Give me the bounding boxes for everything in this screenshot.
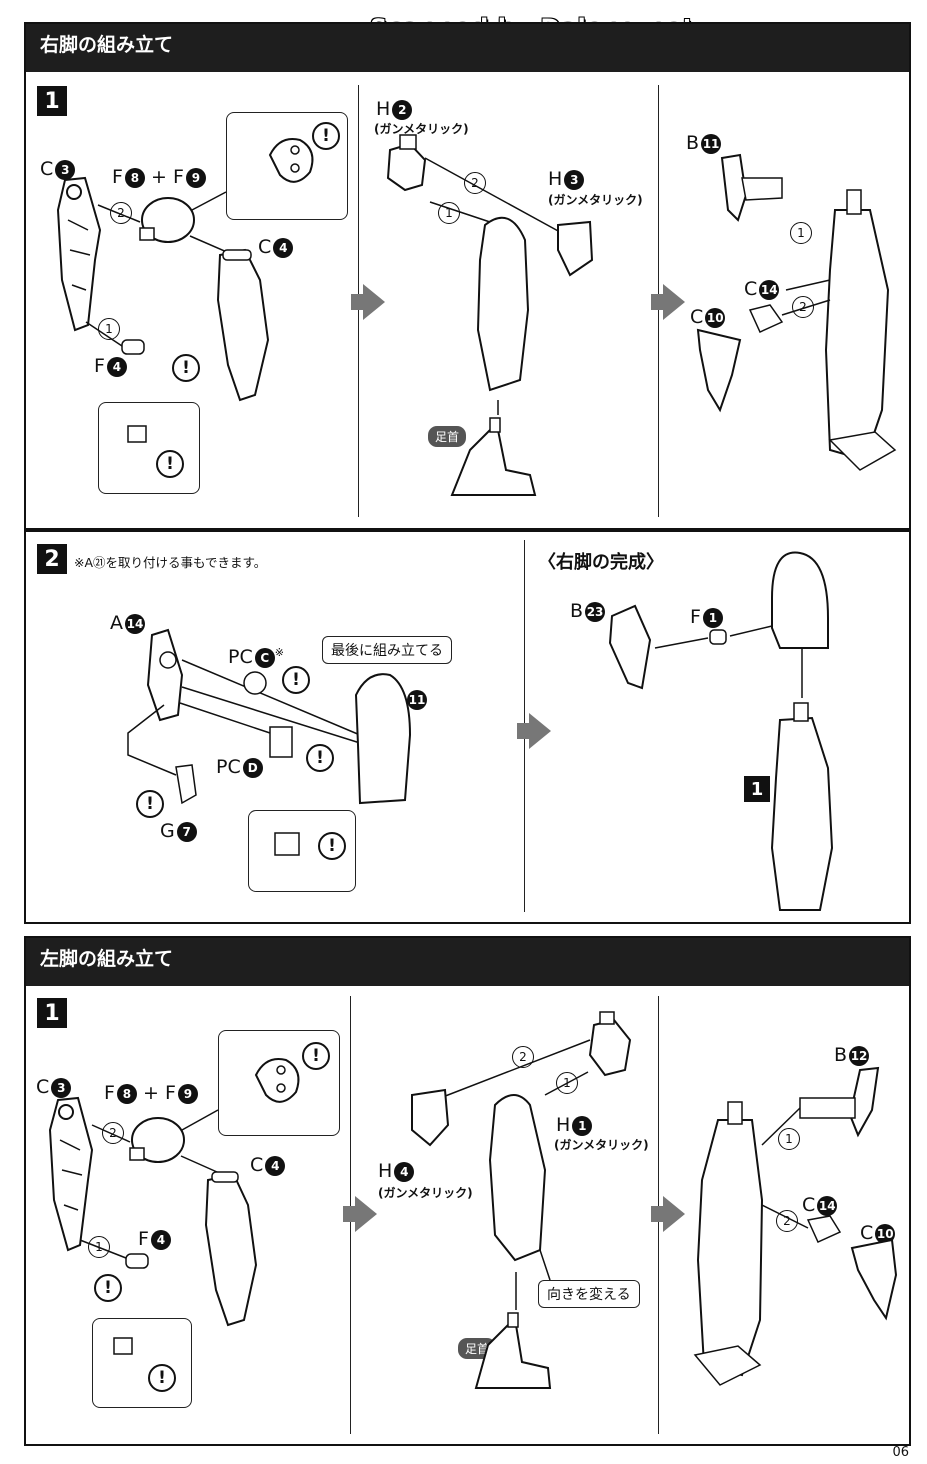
warning-icon: ! xyxy=(172,354,200,382)
part-sublabel-h2: (ガンメタリック) xyxy=(374,122,469,136)
step2-note: ※A㉑を取り付ける事もできます。 xyxy=(74,555,267,570)
left-leg-title: 左脚の組み立て xyxy=(26,938,909,986)
next-arrow xyxy=(651,1206,663,1222)
right-step2-number: 2 xyxy=(37,544,67,574)
warning-icon: ! xyxy=(94,1274,122,1302)
part-sublabel-h4: (ガンメタリック) xyxy=(378,1186,473,1200)
next-arrow-head xyxy=(363,284,385,320)
next-arrow-head xyxy=(663,1196,685,1232)
leg-frame-illustration xyxy=(56,138,314,443)
right-leg-step2-panel xyxy=(24,530,911,924)
next-arrow xyxy=(351,294,363,310)
next-arrow-head xyxy=(355,1196,377,1232)
leg-side-assembly-illustration xyxy=(696,153,897,471)
warning-icon: ! xyxy=(156,450,184,478)
next-arrow xyxy=(343,1206,355,1222)
page-number: 06 xyxy=(892,1445,909,1460)
order-number-2: 2 xyxy=(512,1046,534,1068)
left-step1-number: 1 xyxy=(37,998,67,1028)
next-arrow xyxy=(651,294,663,310)
part-sublabel-h1: (ガンメタリック) xyxy=(554,1138,649,1152)
order-number-2: 2 xyxy=(792,296,814,318)
left-leg-side-assembly-illustration xyxy=(693,1066,898,1386)
right-step1-number: 1 xyxy=(37,86,67,116)
next-arrow-head xyxy=(529,713,551,749)
warning-icon: ! xyxy=(282,666,310,694)
detail-callout-box xyxy=(98,402,200,494)
assemble-last-callout: 最後に組み立てる xyxy=(322,636,452,664)
left-shin-assembly-illustration xyxy=(411,1011,632,1389)
shin-assembly-illustration xyxy=(386,134,594,496)
order-number-1: 1 xyxy=(790,222,812,244)
order-number-1: 1 xyxy=(778,1128,800,1150)
order-number-2: 2 xyxy=(110,202,132,224)
next-arrow-head xyxy=(663,284,685,320)
left-leg-panel: 左脚の組み立て xyxy=(24,936,911,1446)
warning-icon: ! xyxy=(148,1364,176,1392)
ankle-tag: 足首 xyxy=(428,426,467,447)
warning-icon: ! xyxy=(306,744,334,772)
right-leg-complete-title: 〈右脚の完成〉 xyxy=(538,552,664,573)
warning-icon: ! xyxy=(318,832,346,860)
warning-icon: ! xyxy=(302,1042,330,1070)
order-number-2: 2 xyxy=(102,1122,124,1144)
warning-icon: ! xyxy=(312,122,340,150)
left-leg-frame-illustration xyxy=(48,1058,300,1355)
order-number-1: 1 xyxy=(438,202,460,224)
ref-step-1: 1 xyxy=(744,776,770,802)
detail-callout-box xyxy=(92,1318,192,1408)
completed-leg-illustration xyxy=(608,551,834,911)
part-sublabel-h3: (ガンメタリック) xyxy=(548,193,643,207)
right-leg-title: 右脚の組み立て xyxy=(26,24,909,72)
next-arrow xyxy=(517,723,529,739)
change-direction-callout: 向きを変える xyxy=(538,1280,640,1308)
hip-joint-illustration xyxy=(127,628,412,856)
warning-icon: ! xyxy=(136,790,164,818)
